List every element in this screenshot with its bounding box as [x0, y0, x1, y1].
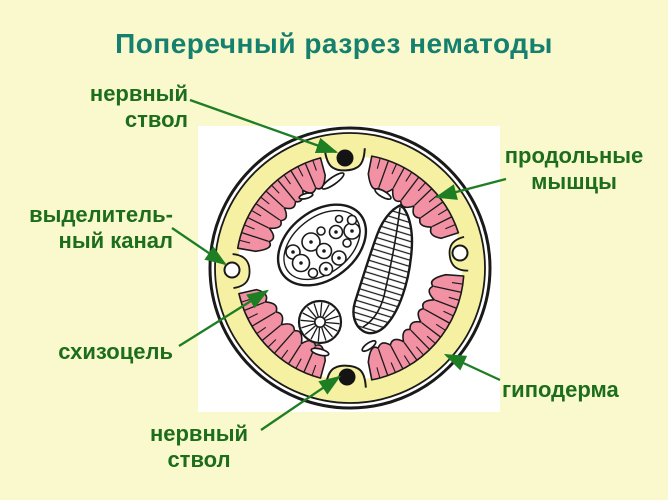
- label-text: выделитель-: [29, 202, 173, 227]
- label-text: нервный: [149, 421, 249, 446]
- label-text: схизоцель: [58, 339, 173, 364]
- excretory-canal-left: [223, 261, 241, 279]
- slide-title: Поперечный разрез нематоды: [115, 28, 553, 59]
- arrow-longitudinal-muscles: [434, 177, 507, 200]
- label-hypodermis: гиподерма: [502, 377, 662, 403]
- label-text: гиподерма: [502, 377, 619, 402]
- label-text: ствол: [124, 106, 188, 132]
- arrow-nerve-bottom: [260, 375, 341, 431]
- arrow-nerve-top: [189, 98, 339, 154]
- label-text: мышцы: [531, 168, 617, 194]
- ovary-with-eggs: [276, 203, 368, 287]
- label-nerve-trunk-top: нервный ствол: [55, 81, 188, 133]
- label-longitudinal-muscles: продольные мышцы: [495, 143, 653, 195]
- label-schizocoel: схизоцель: [33, 339, 173, 365]
- arrow-schizocoel: [178, 289, 269, 347]
- excretory-canal-right: [451, 244, 469, 262]
- longitudinal-muscles: [236, 155, 465, 381]
- radial-spokes: [300, 302, 340, 342]
- nerve-trunk-dot-bottom: [338, 368, 356, 386]
- arrow-hypodermis: [443, 353, 501, 382]
- pointer-arrows: [171, 98, 507, 431]
- label-text: ный канал: [58, 227, 173, 253]
- label-nerve-trunk-bottom: нервный ствол: [139, 421, 259, 473]
- nerve-trunk-dot-top: [336, 149, 354, 167]
- egg-cells: [285, 214, 361, 279]
- cavity-folds: [298, 172, 392, 357]
- label-text: ствол: [167, 446, 231, 472]
- label-text: нервный: [89, 81, 188, 106]
- label-excretory-canal: выделитель- ный канал: [25, 202, 173, 254]
- muscle-quadrant-lower-right: [367, 273, 465, 381]
- excretory-bump-left: [232, 253, 251, 289]
- arrow-excretory-canal: [171, 227, 227, 266]
- label-text: продольные: [504, 143, 644, 168]
- radial-tube-section: [297, 299, 343, 345]
